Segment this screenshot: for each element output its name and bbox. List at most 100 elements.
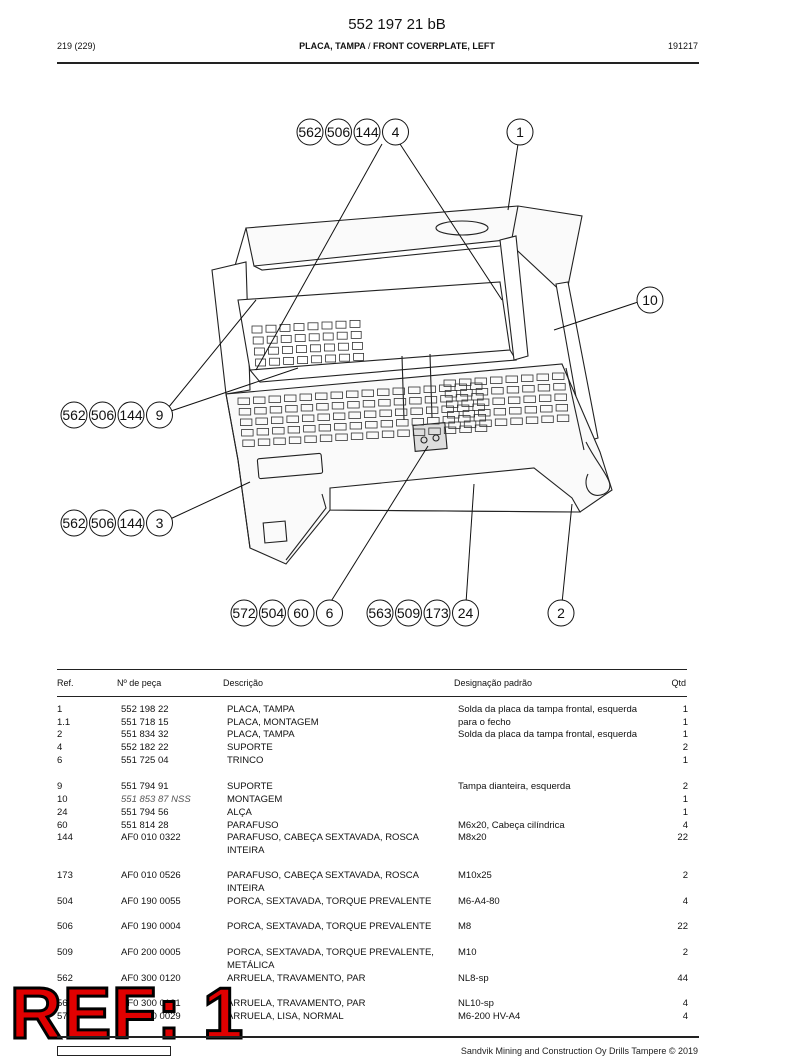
perforation-hole bbox=[241, 429, 254, 437]
perforation-hole bbox=[350, 330, 362, 339]
row-ref: 506 bbox=[57, 921, 73, 932]
callout-number: 504 bbox=[261, 605, 285, 621]
callout-number: 506 bbox=[91, 515, 115, 531]
perforation-hole bbox=[239, 418, 253, 426]
document-date: 191217 bbox=[667, 41, 698, 51]
perforation-hole bbox=[335, 320, 347, 329]
perforation-hole bbox=[410, 407, 423, 415]
perforation-hole bbox=[297, 356, 309, 365]
callout-number: 10 bbox=[642, 292, 658, 308]
perforation-hole bbox=[273, 437, 286, 445]
coverplate-outline bbox=[211, 205, 613, 565]
title-separator: / bbox=[367, 41, 371, 51]
row-qty: 22 bbox=[677, 832, 688, 843]
perforation-hole bbox=[325, 354, 337, 363]
row-ref: 24 bbox=[57, 807, 68, 818]
perforation-hole bbox=[251, 325, 263, 334]
row-part-number: AF0 300 0121 bbox=[121, 998, 181, 1009]
perforation-hole bbox=[523, 395, 536, 403]
row-ref: 562 bbox=[57, 973, 73, 984]
perforation-hole bbox=[427, 417, 440, 425]
perforation-hole bbox=[349, 319, 361, 328]
row-standard: M8x20 bbox=[458, 832, 487, 843]
perforation-hole bbox=[536, 373, 549, 381]
callout-number: 9 bbox=[156, 407, 164, 423]
row-part-number: AF0 300 0120 bbox=[121, 973, 181, 984]
row-part-number: AF0 330 0029 bbox=[121, 1011, 181, 1022]
perforation-hole bbox=[318, 424, 332, 432]
perforation-hole bbox=[394, 408, 408, 416]
perforation-hole bbox=[522, 385, 535, 393]
perforation-hole bbox=[334, 423, 347, 431]
perforation-hole bbox=[408, 386, 421, 394]
row-standard: M10 bbox=[458, 947, 477, 958]
row-part-number: 551 794 91 bbox=[121, 781, 169, 792]
callout-number: 1 bbox=[516, 124, 524, 140]
perforation-hole bbox=[265, 324, 277, 333]
callout-circle bbox=[230, 599, 258, 627]
row-part-number: AF0 190 0004 bbox=[121, 921, 181, 932]
perforation-hole bbox=[393, 398, 407, 406]
perforation-hole bbox=[361, 389, 374, 397]
row-qty: 4 bbox=[682, 1011, 688, 1022]
perforation-hole bbox=[339, 353, 351, 362]
row-qty: 22 bbox=[677, 921, 688, 932]
row-ref: 509 bbox=[57, 947, 73, 958]
perforation-hole bbox=[253, 396, 266, 404]
perforation-hole bbox=[254, 407, 267, 415]
row-ref: 173 bbox=[57, 870, 73, 881]
perforation-hole bbox=[331, 402, 345, 410]
perforation-hole bbox=[539, 394, 552, 402]
perforation-hole bbox=[323, 343, 335, 352]
perforation-hole bbox=[412, 428, 426, 436]
row-standard: NL10-sp bbox=[458, 998, 494, 1009]
row-part-number: 551 814 28 bbox=[121, 820, 169, 831]
row-qty: 1 bbox=[682, 755, 688, 766]
callout-number: 506 bbox=[327, 124, 351, 140]
row-description: ARRUELA, TRAVAMENTO, PAR bbox=[227, 973, 366, 984]
perforation-hole bbox=[425, 406, 439, 414]
perforation-hole bbox=[459, 378, 472, 386]
perforation-hole bbox=[492, 397, 505, 405]
perforation-hole bbox=[510, 417, 523, 425]
perforation-hole bbox=[238, 408, 252, 416]
row-description: ARRUELA, LISA, NORMAL bbox=[227, 1011, 344, 1022]
perforation-hole bbox=[348, 411, 361, 419]
row-qty: 1 bbox=[682, 807, 688, 818]
perforation-hole bbox=[475, 388, 489, 396]
perforation-hole bbox=[444, 390, 458, 398]
row-part-number: AF0 190 0055 bbox=[121, 896, 181, 907]
perforation-hole bbox=[300, 404, 314, 412]
callout-circle bbox=[325, 118, 352, 146]
perforation-hole bbox=[506, 386, 520, 394]
perforation-hole bbox=[321, 321, 333, 330]
row-ref: 1.1 bbox=[57, 717, 71, 728]
callout-circle bbox=[287, 599, 315, 627]
row-description: ALÇA bbox=[227, 807, 252, 818]
footer-rule bbox=[57, 1036, 699, 1038]
table-top-rule bbox=[57, 669, 687, 670]
perforation-hole bbox=[294, 334, 306, 343]
header-rule bbox=[57, 62, 699, 64]
perforation-hole bbox=[363, 410, 377, 418]
perforation-hole bbox=[309, 344, 321, 353]
row-ref: 563 bbox=[57, 998, 73, 1009]
perforation-hole bbox=[237, 397, 250, 405]
perforation-hole bbox=[362, 400, 376, 408]
row-description: PARAFUSO, CABEÇA SEXTAVADA, ROSCA INTEIR… bbox=[227, 832, 419, 856]
perforation-hole bbox=[293, 323, 305, 332]
perforation-hole bbox=[556, 414, 570, 422]
perforation-hole bbox=[351, 341, 363, 350]
perforation-hole bbox=[379, 409, 392, 417]
perforation-hole bbox=[459, 425, 472, 433]
perforation-hole bbox=[332, 412, 346, 420]
callout-number: 572 bbox=[232, 605, 256, 621]
perforation-hole bbox=[462, 410, 476, 418]
row-description: PLACA, MONTAGEM bbox=[227, 717, 319, 728]
perforation-hole bbox=[317, 413, 330, 421]
callout-number: 509 bbox=[397, 605, 421, 621]
row-qty: 1 bbox=[682, 729, 688, 740]
perforation-hole bbox=[476, 398, 490, 406]
